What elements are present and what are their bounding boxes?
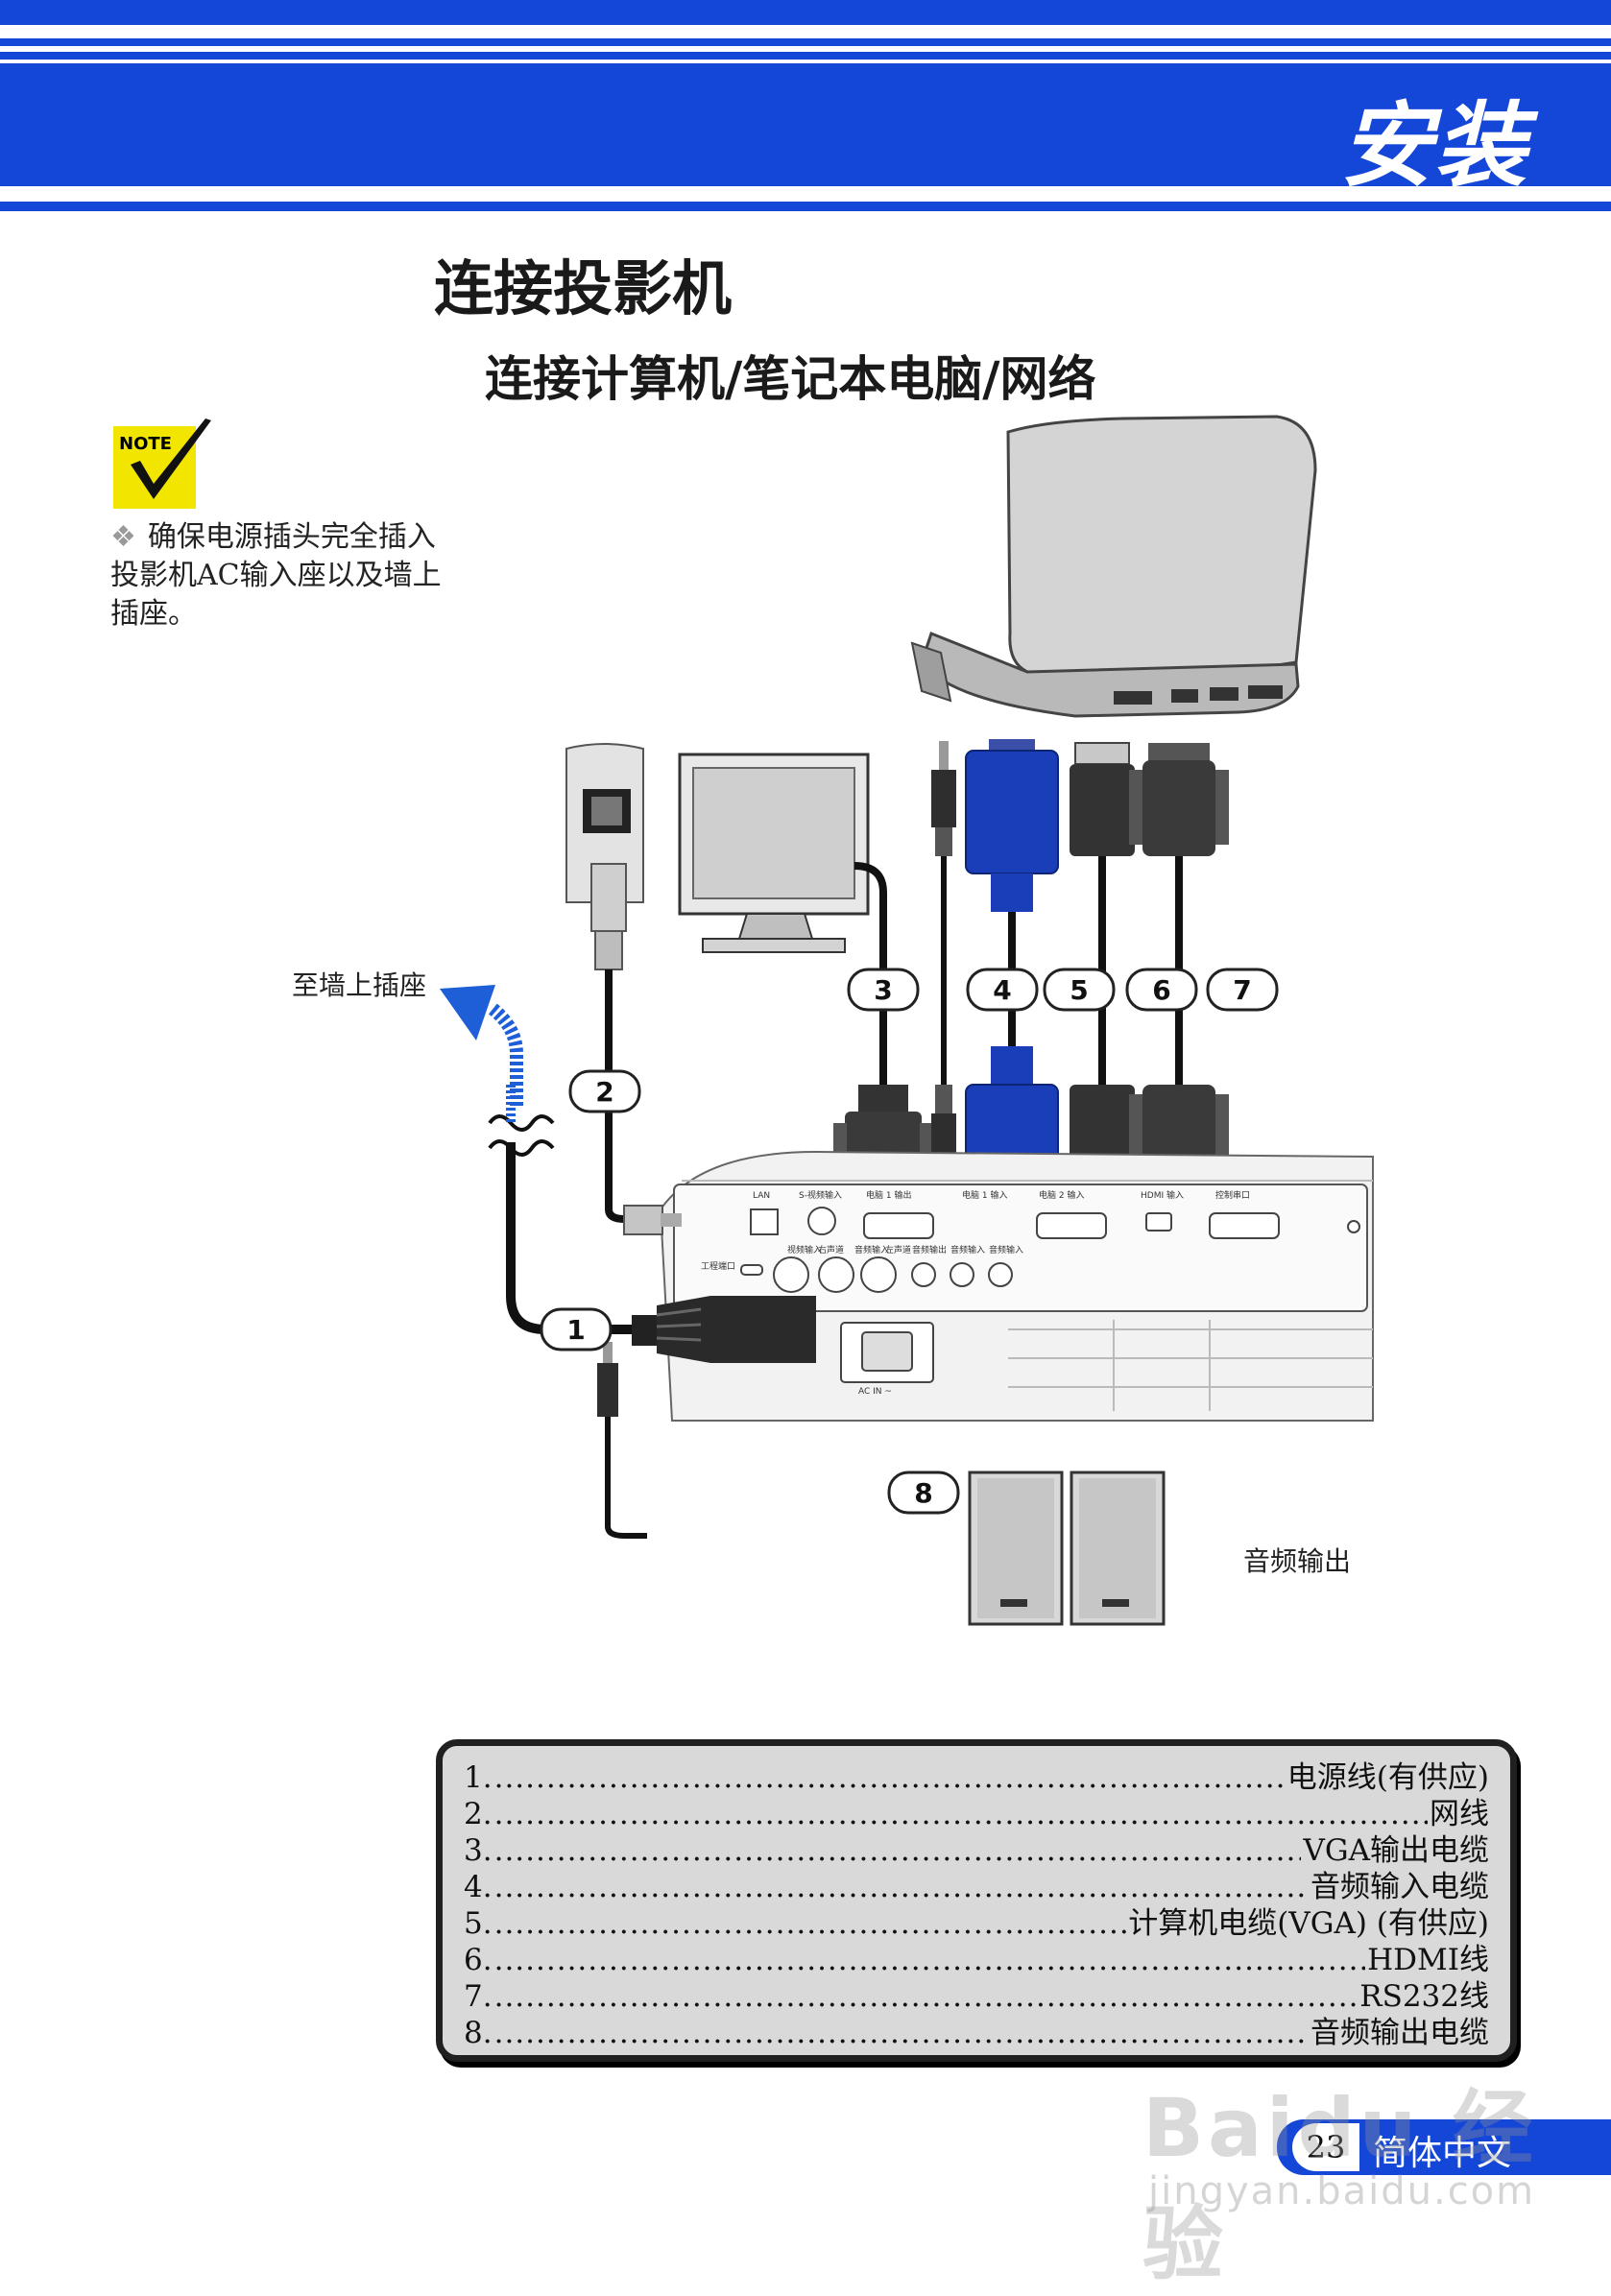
legend-row: 2.网线 (464, 1796, 1489, 1832)
panel-label-video-in: 视频输入 (787, 1244, 822, 1256)
note-bullet: ❖ (110, 520, 136, 554)
svg-text:5: 5 (1070, 974, 1088, 1006)
callout-3: 3 (847, 968, 920, 1012)
lan-plug-icon (623, 1205, 663, 1235)
panel-label-audio-in: 音频输入 (854, 1244, 889, 1256)
panel-label-ac-in: AC IN ~ (858, 1387, 892, 1397)
section-title: 连接计算机/笔记本电脑/网络 (485, 350, 1096, 407)
callout-8: 8 (887, 1471, 960, 1515)
svg-text:4: 4 (993, 974, 1011, 1006)
monitor-icon (678, 753, 870, 953)
panel-label-lan: LAN (753, 1191, 770, 1201)
panel-label-svideo: S-视频输入 (799, 1189, 842, 1201)
callout-5: 5 (1043, 968, 1116, 1012)
chapter-title: 安装 (1340, 91, 1528, 200)
legend-row: 5.计算机电缆(VGA) (有供应) (464, 1905, 1489, 1942)
page-number: 23 (1292, 2123, 1359, 2171)
laptop-icon (910, 415, 1317, 718)
header-rule-2 (0, 52, 1611, 60)
svg-text:7: 7 (1233, 974, 1251, 1006)
legend-row: 8.音频输出电缆 (464, 2015, 1489, 2051)
callout-6: 6 (1125, 968, 1198, 1012)
speakers-icon (968, 1471, 1166, 1626)
panel-label-audio-l: 左声道 (885, 1244, 911, 1256)
header-band-top (0, 0, 1611, 25)
watermark-url: jingyan.baidu.com (1148, 2169, 1536, 2213)
audio-plug-8-icon (597, 1342, 647, 1539)
legend-row: 6.HDMI线 (464, 1942, 1489, 1978)
audio-plug-4-icon (931, 741, 956, 1200)
legend-row: 4.音频输入电缆 (464, 1869, 1489, 1905)
panel-label-audio-in1: 音频输入 (950, 1244, 985, 1256)
callout-2: 2 (568, 1069, 641, 1113)
projector-icon: LAN S-视频输入 电脑 1 输出 电脑 1 输入 电脑 2 输入 HDMI … (659, 1150, 1374, 1422)
note-text-block: ❖确保电源插头完全插入投影机AC输入座以及墙上插座。 (110, 518, 456, 634)
callout-4: 4 (966, 968, 1039, 1012)
legend-row: 1.电源线(有供应) (464, 1759, 1489, 1796)
panel-label-control: 控制串口 (1215, 1189, 1250, 1201)
panel-label-pc1-in: 电脑 1 输入 (962, 1189, 1007, 1201)
to-wall-outlet-label: 至墙上插座 (292, 969, 426, 1001)
cable-legend: 1.电源线(有供应) 2.网线 3.VGA输出电缆 4.音频输入电缆 5.计算机… (436, 1739, 1517, 2062)
panel-label-service: 工程端口 (701, 1260, 735, 1272)
panel-label-hdmi: HDMI 输入 (1141, 1189, 1184, 1201)
callout-7: 7 (1206, 968, 1279, 1012)
page-title: 连接投影机 (434, 253, 733, 323)
language-label: 简体中文 (1373, 2134, 1512, 2173)
note-text: 确保电源插头完全插入投影机AC输入座以及墙上插座。 (110, 520, 442, 631)
callout-1: 1 (540, 1307, 613, 1351)
legend-row: 7.RS232线 (464, 1978, 1489, 2015)
panel-label-pc1-out: 电脑 1 输出 (866, 1189, 911, 1201)
svg-text:3: 3 (874, 974, 892, 1006)
svg-text:6: 6 (1152, 974, 1170, 1006)
note-badge: NOTE (119, 434, 172, 454)
panel-label-pc2-in: 电脑 2 输入 (1039, 1189, 1084, 1201)
rs232-plug-7-icon (1129, 743, 1229, 1181)
panel-label-audio-r: 右声道 (818, 1244, 844, 1256)
connection-diagram: LAN S-视频输入 电脑 1 输出 电脑 1 输入 电脑 2 输入 HDMI … (292, 415, 1374, 1626)
header-underline (0, 202, 1611, 211)
power-plug-icon (632, 1296, 816, 1363)
note-icon: NOTE (113, 419, 211, 509)
watermark: Baidu 经验 (1142, 2081, 1537, 2291)
header-rule-1 (0, 38, 1611, 46)
header-band (0, 63, 1611, 186)
svg-text:8: 8 (914, 1477, 932, 1509)
svg-text:2: 2 (595, 1076, 613, 1108)
svg-text:1: 1 (566, 1314, 585, 1346)
audio-output-label: 音频输出 (1243, 1545, 1351, 1577)
panel-label-audio-in2: 音频输入 (989, 1244, 1023, 1256)
to-wall-arrow-icon (440, 985, 523, 1106)
panel-label-audio-out: 音频输出 (912, 1244, 947, 1256)
wall-lan-jack-icon (565, 743, 644, 1209)
legend-row: 3.VGA输出电缆 (464, 1832, 1489, 1869)
